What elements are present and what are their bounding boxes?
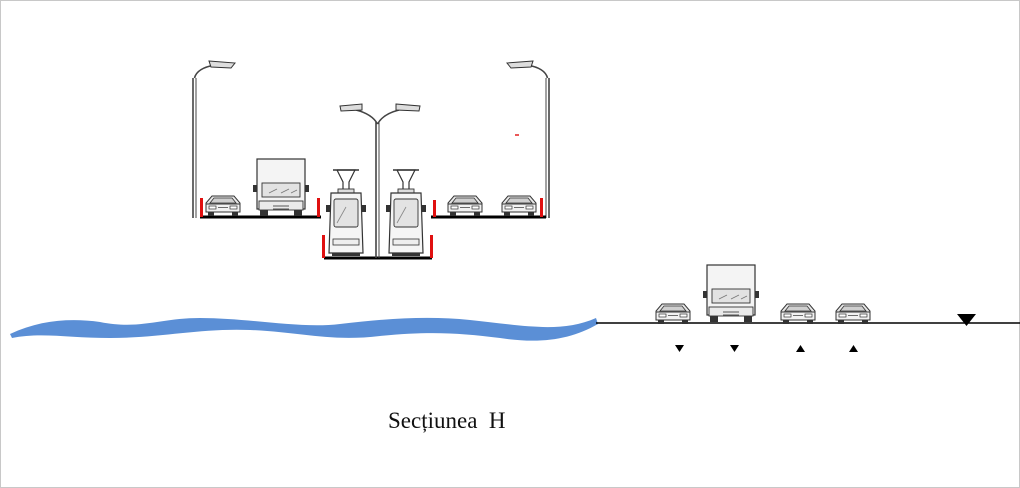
water-level-icon [957,314,976,326]
water-surface [10,317,598,341]
street-lamp-icon [192,60,236,219]
car-icon [205,195,241,217]
car-icon [447,195,483,217]
car-icon [501,195,537,217]
tram-icon [325,169,367,257]
direction-down-icon [730,345,739,352]
double-street-lamp-icon [339,103,421,258]
safety-barriers [200,198,543,258]
street-lamp-icon [506,60,550,219]
section-label: Secțiunea H [388,408,506,433]
direction-up-icon [796,345,805,352]
truck-icon [252,158,310,217]
truck-icon [702,264,760,323]
car-icon [780,303,816,325]
direction-down-icon [675,345,684,352]
direction-up-icon [849,345,858,352]
car-icon [835,303,871,325]
tram-icon [385,169,427,257]
upper-deck [192,60,550,260]
lower-road [596,264,1020,352]
car-icon [655,303,691,325]
